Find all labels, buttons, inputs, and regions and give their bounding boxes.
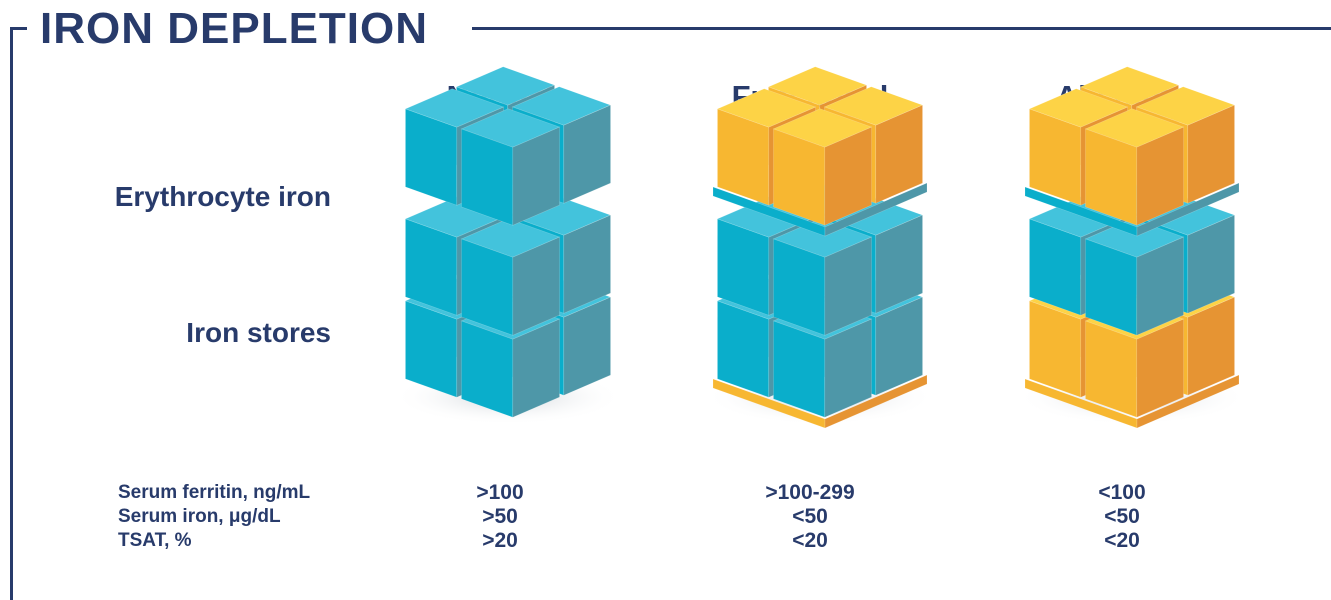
cube-level-3-side (563, 104, 611, 204)
layer-side (824, 374, 928, 429)
cube-level-1-side (512, 318, 560, 418)
cube-level-3-side (875, 104, 923, 204)
layer-side (1136, 374, 1240, 429)
frame-corner-tick (10, 27, 27, 30)
cube-level-2-side (563, 214, 611, 314)
lab-test-names: Serum ferritin, ng/mL Serum iron, μg/dL … (118, 481, 310, 553)
cube-level-2-side (512, 236, 560, 336)
lab-test-ferritin: Serum ferritin, ng/mL (118, 482, 311, 503)
normal-ferritin-value: >100 (476, 481, 524, 504)
row-label-erythrocyte-iron: Erythrocyte iron (114, 181, 331, 212)
layer-side (1136, 182, 1240, 237)
cube-level-2-side (1187, 214, 1235, 314)
page-title: IRON DEPLETION (40, 4, 429, 53)
cube-level-1-side (563, 296, 611, 396)
cube-level-2-side (875, 214, 923, 314)
frame-left-rule (10, 27, 13, 600)
functional-ferritin-value: >100-299 (765, 481, 855, 504)
cube-level-3-side (1187, 104, 1235, 204)
absolute-ferritin-value: <100 (1098, 481, 1146, 504)
functional-serum-iron-value: <50 (792, 505, 828, 528)
cube-level-1-side (875, 296, 923, 396)
functional-tsat-value: <20 (792, 529, 828, 552)
cube-stack-absolute (1017, 66, 1247, 429)
lab-values-functional: >100-299 <50 <20 (710, 481, 910, 553)
cube-stack-normal (393, 66, 623, 425)
cube-level-3-side (1136, 126, 1184, 226)
lab-values-normal: >100 >50 >20 (400, 481, 600, 553)
cube-level-2-side (824, 236, 872, 336)
cube-stack-functional (705, 66, 935, 429)
cube-level-1-side (1187, 296, 1235, 396)
cube-level-2-side (1136, 236, 1184, 336)
row-label-iron-stores: Iron stores (186, 317, 331, 348)
lab-test-tsat: TSAT, % (118, 530, 192, 551)
cube-level-3-side (824, 126, 872, 226)
lab-values-absolute: <100 <50 <20 (1022, 481, 1222, 553)
lab-test-serum-iron: Serum iron, μg/dL (118, 506, 281, 527)
normal-tsat-value: >20 (482, 529, 518, 552)
cube-level-1-side (1136, 318, 1184, 418)
cube-level-1-side (824, 318, 872, 418)
normal-serum-iron-value: >50 (482, 505, 518, 528)
cube-level-3-side (512, 126, 560, 226)
frame-top-rule (472, 27, 1331, 30)
layer-side (824, 182, 928, 237)
absolute-tsat-value: <20 (1104, 529, 1140, 552)
absolute-serum-iron-value: <50 (1104, 505, 1140, 528)
